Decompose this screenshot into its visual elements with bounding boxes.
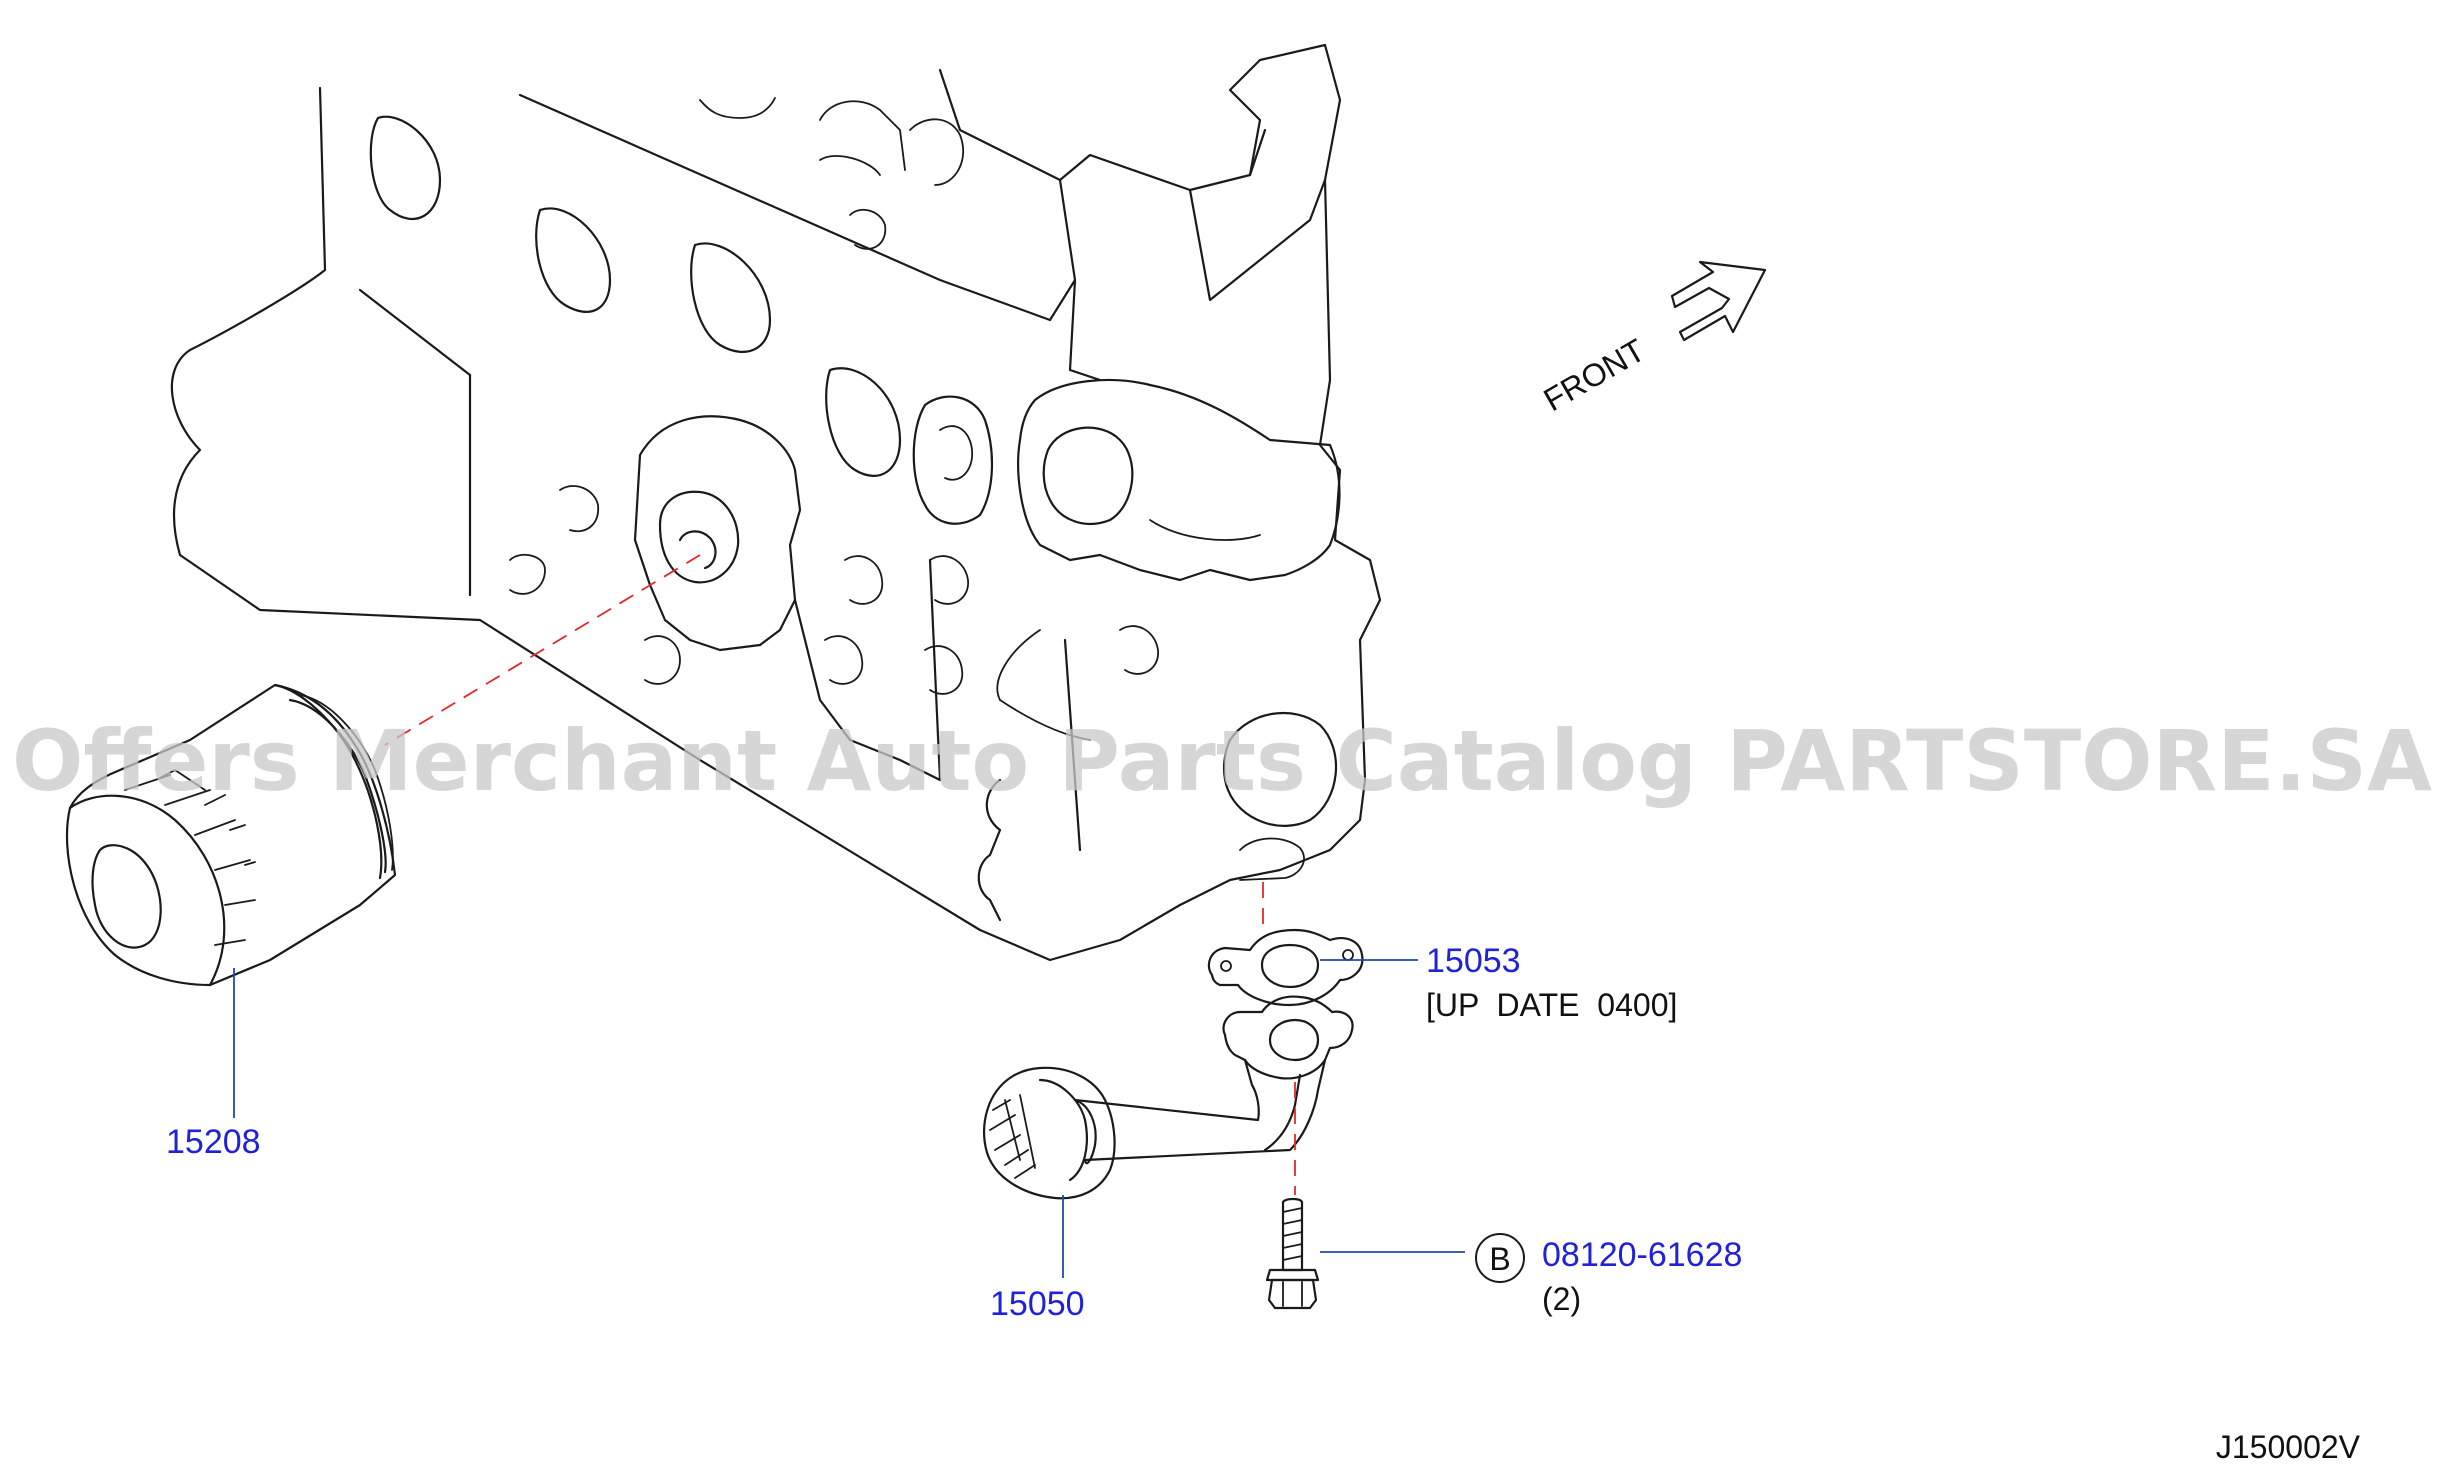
gasket xyxy=(1207,928,1364,1007)
engine-block xyxy=(170,43,1382,962)
leader-lines xyxy=(233,959,1465,1278)
part-quantity-08120-61628: (2) xyxy=(1542,1281,1581,1317)
front-arrow: FRONT xyxy=(1538,260,1767,418)
oil-filter xyxy=(65,683,397,987)
front-label: FRONT xyxy=(1538,332,1651,418)
oil-strainer xyxy=(982,995,1354,1200)
diagram-code: J150002V xyxy=(2216,1429,2361,1465)
part-number-15053[interactable]: 15053 xyxy=(1426,942,1521,980)
center-lines xyxy=(384,554,1296,1195)
ref-badge-letter: B xyxy=(1489,1241,1510,1277)
part-number-15050[interactable]: 15050 xyxy=(990,1285,1085,1323)
ref-badge-circle xyxy=(1475,1233,1525,1283)
callouts: 15208 15053 [UP DATE 0400] 15050 B 08120… xyxy=(166,942,1742,1323)
part-number-08120-61628[interactable]: 08120-61628 xyxy=(1542,1236,1742,1274)
front-arrow-icon xyxy=(1670,260,1767,342)
flange-bolt xyxy=(1265,1197,1320,1310)
part-note-15053: [UP DATE 0400] xyxy=(1426,987,1677,1023)
part-number-15208[interactable]: 15208 xyxy=(166,1123,261,1161)
watermark: Offers Merchant Auto Parts Catalog PARTS… xyxy=(12,712,2432,810)
